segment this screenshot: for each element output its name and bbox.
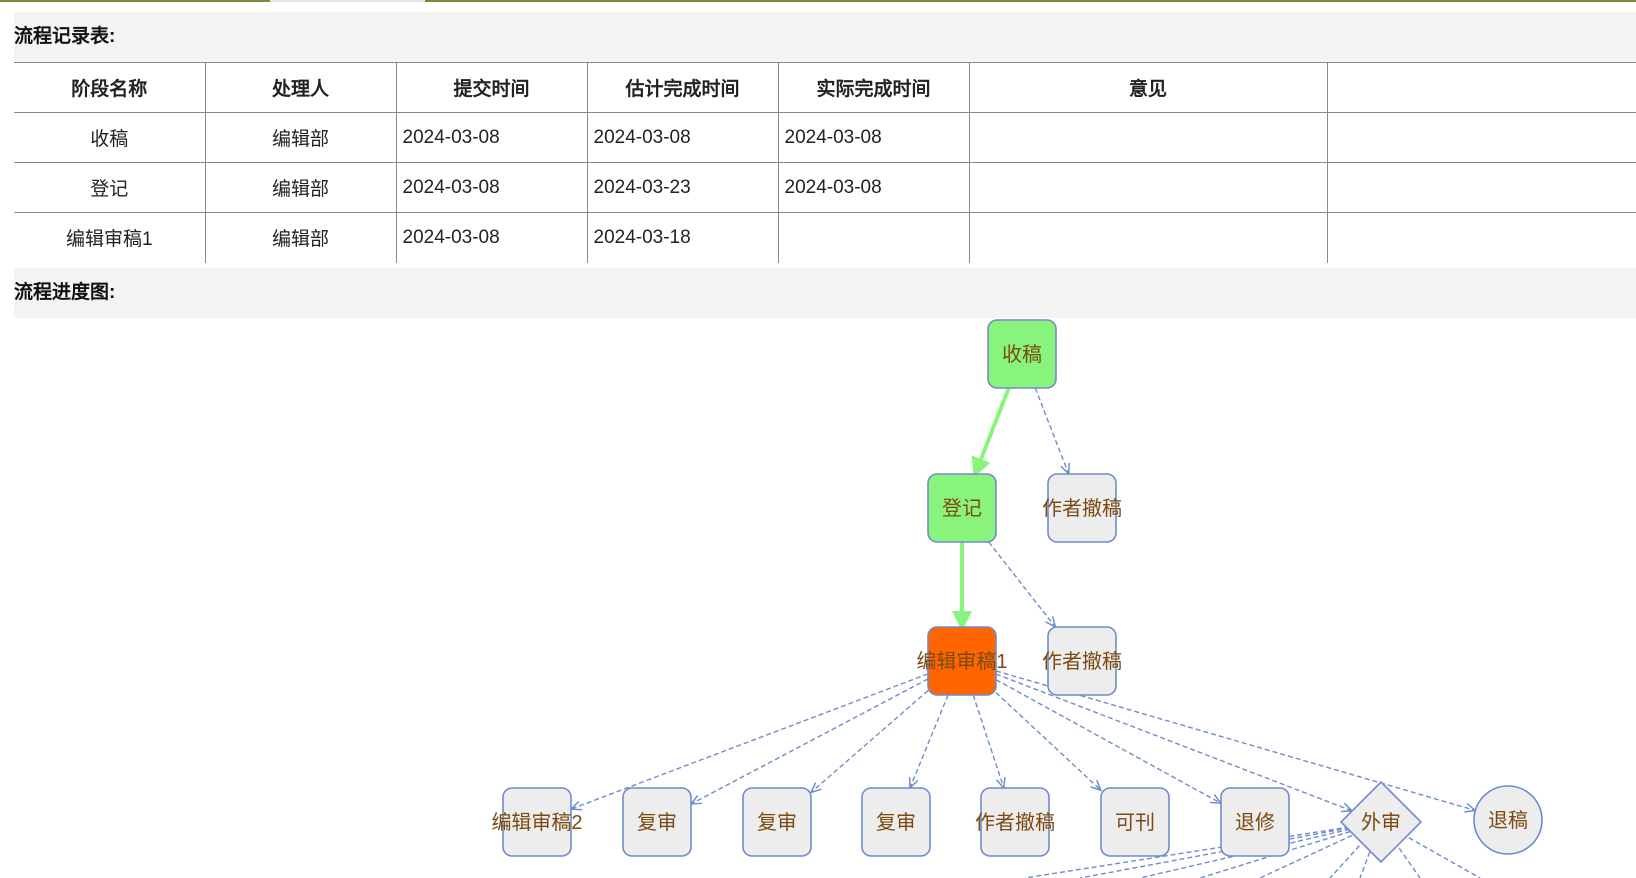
- flow-node-n_reject[interactable]: 退稿: [1473, 785, 1543, 855]
- flow-node-n_review1[interactable]: 复审: [622, 787, 692, 857]
- cell-submit: 2024-03-08: [396, 112, 588, 163]
- cell-actual: 2024-03-08: [778, 112, 970, 163]
- flow-node-shape: [622, 787, 692, 857]
- col-handler: 处理人: [205, 62, 397, 113]
- cell-submit: 2024-03-08: [396, 162, 588, 213]
- cell-actual: 2024-03-08: [778, 162, 970, 213]
- flow-node-shape: [1220, 787, 1290, 857]
- flow-node-shape: [502, 787, 572, 857]
- col-extra: [1327, 62, 1636, 113]
- flow-node-n_review2[interactable]: 复审: [742, 787, 812, 857]
- flow-edge-n_edit1-n_withdraw3: [972, 694, 1004, 788]
- flow-node-n_register[interactable]: 登记: [927, 473, 997, 543]
- cell-opinion: [969, 212, 1328, 263]
- flow-node-n_review3[interactable]: 复审: [861, 787, 931, 857]
- cell-submit: 2024-03-08: [396, 212, 588, 263]
- flow-node-shape: [980, 787, 1050, 857]
- flow-node-n_withdraw2[interactable]: 作者撤稿: [1042, 626, 1122, 696]
- flow-node-label: 复审: [876, 811, 916, 834]
- flow-node-label: 收稿: [1002, 343, 1042, 366]
- flow-node-n_publish[interactable]: 可刊: [1100, 787, 1170, 857]
- table-row: 登记 编辑部 2024-03-08 2024-03-23 2024-03-08: [14, 162, 1636, 213]
- flow-node-shape: [927, 473, 997, 543]
- table-row: 编辑审稿1 编辑部 2024-03-08 2024-03-18: [14, 212, 1636, 263]
- cell-handler: 编辑部: [205, 212, 397, 263]
- flow-node-n_withdraw3[interactable]: 作者撤稿: [975, 787, 1055, 857]
- flow-node-n_edit1[interactable]: 编辑审稿1: [916, 626, 1008, 696]
- col-actual-time: 实际完成时间: [778, 62, 970, 113]
- progress-section-title: 流程进度图:: [14, 282, 116, 303]
- cell-extra: [1327, 112, 1636, 163]
- cell-opinion: [969, 112, 1328, 163]
- cell-opinion: [969, 162, 1328, 213]
- flow-node-label: 作者撤稿: [1042, 497, 1122, 520]
- flow-node-shape: [927, 626, 997, 696]
- progress-section-header: 流程进度图:: [14, 268, 1636, 318]
- cell-extra: [1327, 162, 1636, 213]
- flow-edge-n_receive-n_withdraw1: [1034, 387, 1069, 474]
- cell-stage: 编辑审稿1: [14, 212, 206, 263]
- flow-edges: [571, 387, 1475, 811]
- flow-node-n_withdraw1[interactable]: 作者撤稿: [1042, 473, 1122, 543]
- flow-node-shape: [1100, 787, 1170, 857]
- flow-node-label: 复审: [757, 811, 797, 834]
- flow-node-label: 复审: [637, 811, 677, 834]
- table-header-row: 阶段名称 处理人 提交时间 估计完成时间 实际完成时间 意见: [14, 62, 1636, 113]
- flow-node-label: 外审: [1361, 811, 1401, 834]
- flow-node-label: 编辑审稿2: [491, 811, 582, 834]
- top-accent-line: [0, 0, 1636, 2]
- flow-edge-offscreen-4: [1259, 821, 1382, 878]
- flow-node-label: 退修: [1235, 811, 1275, 834]
- cell-estimate: 2024-03-18: [587, 212, 779, 263]
- flow-node-label: 登记: [942, 497, 982, 520]
- flow-node-n_edit2[interactable]: 编辑审稿2: [491, 787, 583, 857]
- cell-actual: [778, 212, 970, 263]
- flow-node-shape: [742, 787, 812, 857]
- flow-node-shape: [1339, 780, 1423, 864]
- flow-edge-n_edit1-n_publish: [995, 692, 1101, 791]
- flow-node-label: 作者撤稿: [1042, 650, 1122, 673]
- col-submit-time: 提交时间: [396, 62, 588, 113]
- process-records-table: 阶段名称 处理人 提交时间 估计完成时间 实际完成时间 意见 收稿 编辑部 20…: [14, 62, 1636, 263]
- flow-edge-offscreen-0: [1024, 821, 1382, 878]
- flow-edge-n_edit1-n_revise: [995, 679, 1221, 804]
- flow-edge-n_edit1-n_review1: [691, 678, 929, 804]
- cell-handler: 编辑部: [205, 112, 397, 163]
- records-section-title: 流程记录表:: [14, 26, 116, 47]
- flow-node-n_revise[interactable]: 退修: [1220, 787, 1290, 857]
- col-estimated-time: 估计完成时间: [587, 62, 779, 113]
- cell-estimate: 2024-03-08: [587, 112, 779, 163]
- flow-edge-n_edit1-n_review2: [811, 690, 929, 793]
- flow-node-n_receive[interactable]: 收稿: [987, 319, 1057, 389]
- flow-node-label: 作者撤稿: [975, 811, 1055, 834]
- flow-node-n_external[interactable]: 外审: [1339, 780, 1423, 864]
- cell-estimate: 2024-03-23: [587, 162, 779, 213]
- flow-node-shape: [1473, 785, 1543, 855]
- flow-edge-n_receive-n_register: [971, 387, 1011, 478]
- cell-stage: 登记: [14, 162, 206, 213]
- flow-node-label: 可刊: [1115, 811, 1155, 834]
- records-section-header: 流程记录表:: [14, 12, 1636, 62]
- flow-edge-n_edit1-n_review3: [910, 694, 949, 788]
- cell-stage: 收稿: [14, 112, 206, 163]
- table-row: 收稿 编辑部 2024-03-08 2024-03-08 2024-03-08: [14, 112, 1636, 163]
- flow-node-label: 编辑审稿1: [916, 650, 1007, 673]
- cell-handler: 编辑部: [205, 162, 397, 213]
- col-stage-name: 阶段名称: [14, 62, 206, 113]
- flow-node-shape: [1047, 626, 1117, 696]
- flow-node-shape: [1047, 473, 1117, 543]
- flow-node-shape: [861, 787, 931, 857]
- flow-node-shape: [987, 319, 1057, 389]
- top-tab-indicator: [270, 0, 425, 2]
- flow-node-label: 退稿: [1488, 809, 1528, 832]
- flow-edge-n_register-n_withdraw2: [988, 541, 1056, 627]
- col-opinion: 意见: [969, 62, 1328, 113]
